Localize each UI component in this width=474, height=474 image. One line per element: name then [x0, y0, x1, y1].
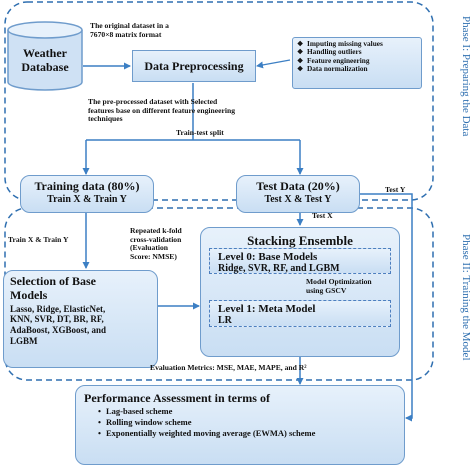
step-item: Data normalization [297, 64, 417, 73]
stacking-title: Stacking Ensemble [247, 233, 353, 248]
dataset-note-line1: The original dataset in a [90, 21, 169, 30]
weather-database-label: Weather Database [10, 46, 80, 75]
test-title: Test Data (20%) [256, 179, 340, 193]
training-title: Training data (80%) [34, 179, 140, 193]
performance-item: Lag-based scheme [98, 406, 396, 417]
dataset-note: The original dataset in a 7670×8 matrix … [90, 21, 169, 39]
arrow-test-y-to-performance [360, 193, 413, 422]
train-xy-label: Train X & Train Y [8, 235, 69, 244]
preprocessing-steps-box: Imputing missing values Handling outlier… [292, 37, 422, 89]
base-models-box: Selection of Base Models Lasso, Ridge, E… [3, 270, 158, 368]
test-data-box: Test Data (20%) Test X & Test Y [236, 175, 360, 213]
level0-box: Level 0: Base Models Ridge, SVR, RF, and… [209, 248, 391, 274]
arrow-steps-to-preprocessing [256, 59, 291, 69]
preprocessed-note-line2: features base on different feature engin… [88, 105, 235, 115]
base-models-line2: KNN, SVR, DT, BR, RF, [10, 314, 104, 325]
optimization-note-line1: Model Optimization [306, 277, 372, 286]
performance-item: Rolling window scheme [98, 417, 396, 428]
base-models-line1: Lasso, Ridge, ElasticNet, [10, 303, 106, 314]
performance-list: Lag-based scheme Rolling window scheme E… [84, 406, 396, 439]
base-models-line4: LGBM [10, 335, 38, 346]
level1-box: Level 1: Meta Model LR [209, 300, 391, 327]
cv-note-line1: Repeated k-fold [130, 226, 182, 235]
step-item: Handling outliers [297, 47, 417, 56]
step-item: Feature engineering [297, 56, 417, 65]
metrics-note: Evaluation Metrics: MSE, MAE, MAPE, and … [150, 363, 307, 372]
training-sub: Train X & Train Y [47, 194, 127, 205]
weather-db-line1: Weather [23, 46, 67, 60]
preprocessing-steps-list: Imputing missing values Handling outlier… [297, 39, 417, 74]
step-item: Imputing missing values [297, 39, 417, 48]
split-connector [86, 83, 300, 141]
phase-1-frame [4, 1, 434, 201]
performance-box: Performance Assessment in terms of Lag-b… [75, 385, 405, 465]
base-models-title-line2: Models [10, 287, 48, 302]
preprocessed-note-line3: techniques [88, 114, 123, 124]
level1-sub: LR [218, 315, 232, 326]
cv-note-line3: (Evaluation [130, 243, 168, 253]
cv-note-line2: cross-validation [130, 234, 182, 244]
optimization-note: Model Optimization using GSCV [306, 277, 372, 295]
optimization-note-line2: using GSCV [306, 285, 347, 295]
level0-sub: Ridge, SVR, RF, and LGBM [218, 263, 340, 274]
level1-title: Level 1: Meta Model [218, 303, 316, 315]
level0-title: Level 0: Base Models [218, 251, 318, 263]
preprocessing-box: Data Preprocessing [132, 50, 256, 82]
test-y-label: Test Y [385, 185, 406, 194]
split-label: Train-test split [176, 128, 224, 137]
performance-title: Performance Assessment in terms of [84, 391, 270, 405]
cv-note: Repeated k-fold cross-validation (Evalua… [130, 226, 182, 262]
base-models-list: Lasso, Ridge, ElasticNet, KNN, SVR, DT, … [10, 304, 151, 347]
training-data-box: Training data (80%) Train X & Train Y [20, 175, 154, 213]
preprocessed-note-line1: The pre-processed dataset with Selected [88, 97, 218, 106]
weather-database-cylinder [7, 21, 83, 91]
preprocessing-title: Data Preprocessing [144, 58, 244, 73]
test-sub: Test X & Test Y [264, 194, 332, 205]
phase-1-label: Phase I: Preparing the Data [460, 16, 472, 137]
preprocessed-note: The pre-processed dataset with Selected … [88, 97, 235, 124]
dataset-note-line2: 7670×8 matrix format [90, 29, 162, 39]
base-models-title-line1: Selection of Base [10, 274, 96, 288]
test-x-label: Test X [312, 211, 333, 220]
base-models-title: Selection of Base Models [10, 274, 151, 303]
cv-note-line4: Score: NMSE) [130, 252, 177, 262]
weather-db-line2: Database [21, 60, 69, 75]
performance-item: Exponentially weighted moving average (E… [98, 428, 396, 439]
base-models-line3: AdaBoost, XGBoost, and [10, 325, 107, 336]
phase-2-label: Phase II: Training the Model [460, 234, 472, 361]
